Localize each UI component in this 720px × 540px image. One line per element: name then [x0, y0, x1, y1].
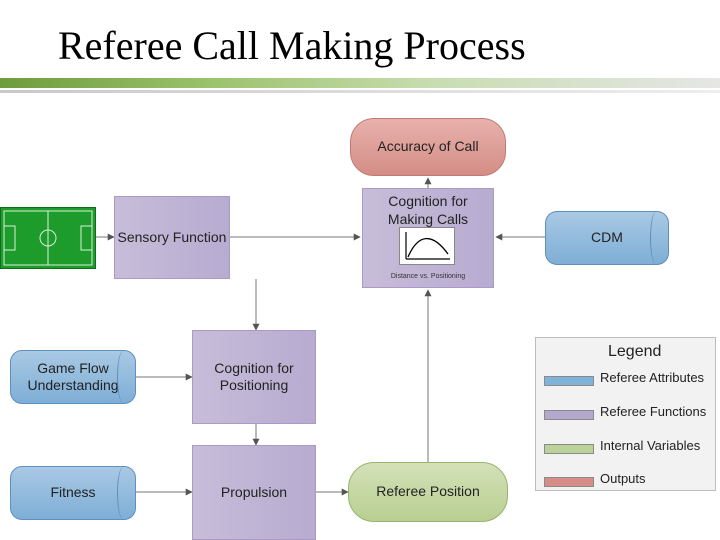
game-flow-label-2: Understanding	[27, 377, 119, 393]
sensory-function-label: Sensory Function	[117, 228, 227, 245]
referee-position-node: Referee Position	[348, 462, 508, 522]
game-flow-label-1: Game Flow	[37, 359, 109, 376]
title-accent-bar	[0, 78, 720, 88]
soccer-field-icon	[0, 207, 96, 269]
graph-caption: Distance vs. Positioning	[390, 273, 466, 280]
legend-label: Referee Functions	[600, 404, 707, 419]
referee-position-label: Referee Position	[376, 483, 480, 500]
legend-label: Outputs	[600, 471, 646, 486]
accuracy-of-call-label: Accuracy of Call	[377, 138, 479, 155]
legend-swatch	[544, 410, 594, 420]
legend-swatch	[544, 376, 594, 386]
legend-item-referee-attributes: Referee Attributes	[544, 370, 714, 390]
cdm-node: CDM	[545, 211, 669, 265]
fitness-node: Fitness	[10, 466, 136, 520]
legend-title: Legend	[608, 343, 662, 360]
cognition-positioning-label-2: Positioning	[219, 377, 289, 393]
cognition-making-calls-label: Cognition for Making Calls	[387, 193, 469, 227]
sensory-function-node: Sensory Function	[114, 196, 230, 279]
game-flow-node: Game Flow Understanding	[10, 350, 136, 404]
slide-title: Referee Call Making Process	[58, 23, 526, 68]
legend-swatch	[544, 477, 594, 487]
distance-positioning-graph	[399, 227, 455, 265]
fitness-label: Fitness	[50, 484, 96, 501]
legend-item-referee-functions: Referee Functions	[544, 404, 714, 424]
cognition-positioning-node: Cognition for Positioning	[192, 330, 316, 424]
title-underline	[0, 90, 720, 93]
legend-item-outputs: Outputs	[544, 471, 714, 491]
legend-item-internal-variables: Internal Variables	[544, 438, 714, 458]
legend-swatch	[544, 444, 594, 454]
propulsion-label: Propulsion	[220, 483, 288, 500]
cognition-making-calls-node: Cognition for Making Calls Distance vs. …	[362, 188, 494, 288]
cognition-positioning-label-1: Cognition for	[214, 359, 294, 376]
legend-label: Referee Attributes	[600, 370, 705, 385]
legend-label: Internal Variables	[600, 438, 701, 453]
cdm-label: CDM	[591, 229, 623, 246]
propulsion-node: Propulsion	[192, 445, 316, 540]
accuracy-of-call-node: Accuracy of Call	[350, 118, 506, 176]
legend-panel: Legend Referee Attributes Referee Functi…	[535, 337, 716, 491]
